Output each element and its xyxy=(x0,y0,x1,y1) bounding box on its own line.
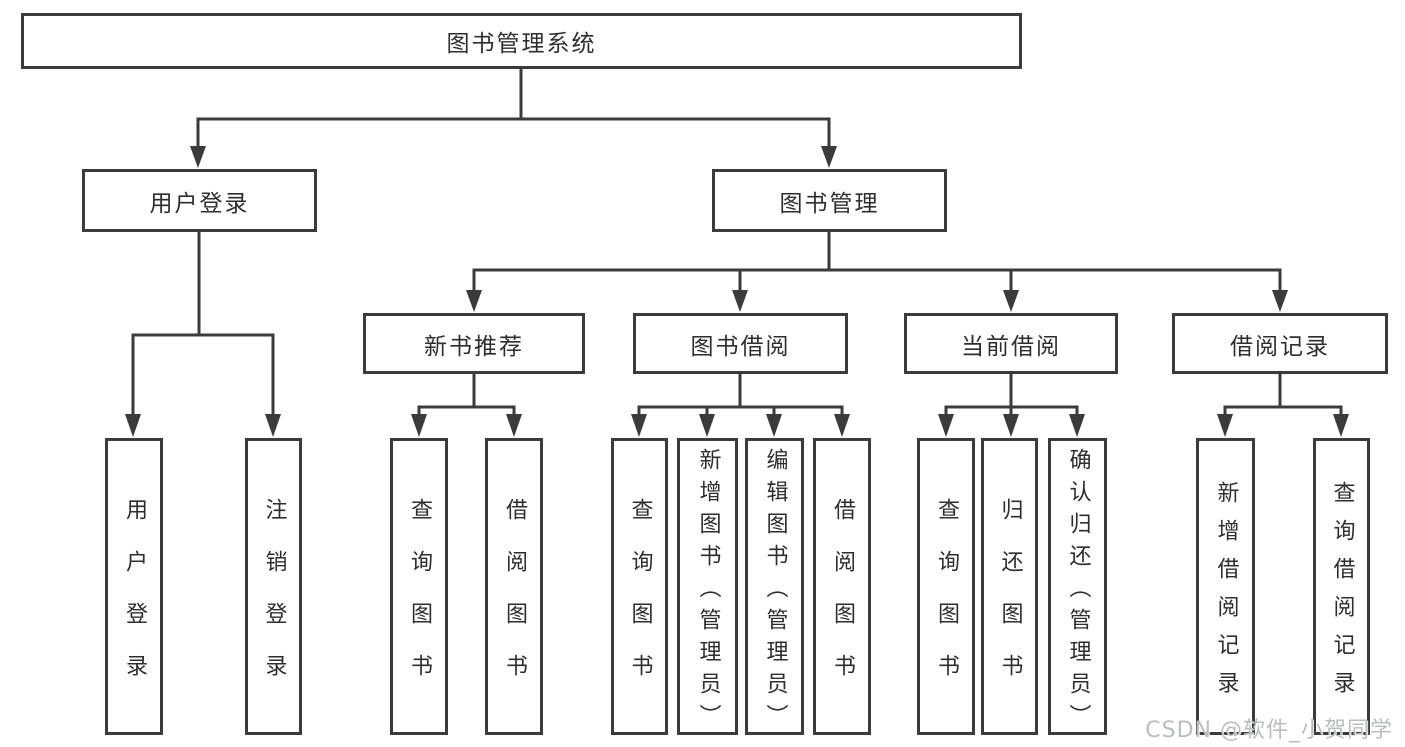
leaf-label: 新增图书（管理员） xyxy=(695,447,721,736)
node-current-borrow: 当前借阅 xyxy=(904,313,1118,374)
leaf-query-books: 查询图书 xyxy=(611,438,668,735)
node-new-book-recommend: 新书推荐 xyxy=(363,313,585,374)
leaf-logout: 注销登录 xyxy=(245,438,302,735)
leaf-query-books: 查询图书 xyxy=(390,438,448,735)
leaf-borrow-books: 借阅图书 xyxy=(485,438,543,735)
node-label: 图书借阅 xyxy=(690,333,791,360)
leaf-add-books-admin: 新增图书（管理员） xyxy=(677,438,738,736)
node-label: 新书推荐 xyxy=(424,333,524,360)
node-book-management: 图书管理 xyxy=(712,169,947,232)
node-label: 图书管理系统 xyxy=(446,31,597,57)
leaf-label: 编辑图书（管理员） xyxy=(762,447,788,736)
leaf-borrow-books: 借阅图书 xyxy=(813,438,871,735)
leaf-label: 归还图书 xyxy=(997,497,1023,706)
leaf-label: 查询借阅记录 xyxy=(1329,480,1355,709)
leaf-label: 注销登录 xyxy=(261,497,287,706)
leaf-label: 借阅图书 xyxy=(502,497,527,706)
leaf-label: 确认归还（管理员） xyxy=(1065,447,1091,736)
leaf-label: 查询图书 xyxy=(934,497,959,706)
leaf-query-books: 查询图书 xyxy=(917,438,975,735)
leaf-query-borrow-record: 查询借阅记录 xyxy=(1313,438,1370,735)
node-label: 用户登录 xyxy=(149,190,250,217)
leaf-add-borrow-record: 新增借阅记录 xyxy=(1196,438,1255,735)
leaf-edit-books-admin: 编辑图书（管理员） xyxy=(745,438,804,736)
csdn-watermark: CSDN @软件_小贺同学 xyxy=(1145,718,1393,743)
node-borrow-records: 借阅记录 xyxy=(1172,313,1388,374)
node-label: 借阅记录 xyxy=(1230,333,1330,360)
leaf-user-login: 用户登录 xyxy=(105,438,163,735)
leaf-label: 新增借阅记录 xyxy=(1213,480,1239,709)
leaf-label: 查询图书 xyxy=(407,497,432,706)
leaf-return-books: 归还图书 xyxy=(981,438,1038,735)
node-user-login-group: 用户登录 xyxy=(82,169,317,232)
node-root: 图书管理系统 xyxy=(21,13,1022,69)
node-label: 当前借阅 xyxy=(961,333,1061,360)
leaf-label: 查询图书 xyxy=(627,497,653,706)
leaf-label: 借阅图书 xyxy=(830,497,855,706)
leaf-label: 用户登录 xyxy=(122,497,147,706)
leaf-confirm-return-admin: 确认归还（管理员） xyxy=(1048,438,1107,736)
node-book-borrow: 图书借阅 xyxy=(633,313,848,374)
node-label: 图书管理 xyxy=(779,190,880,217)
